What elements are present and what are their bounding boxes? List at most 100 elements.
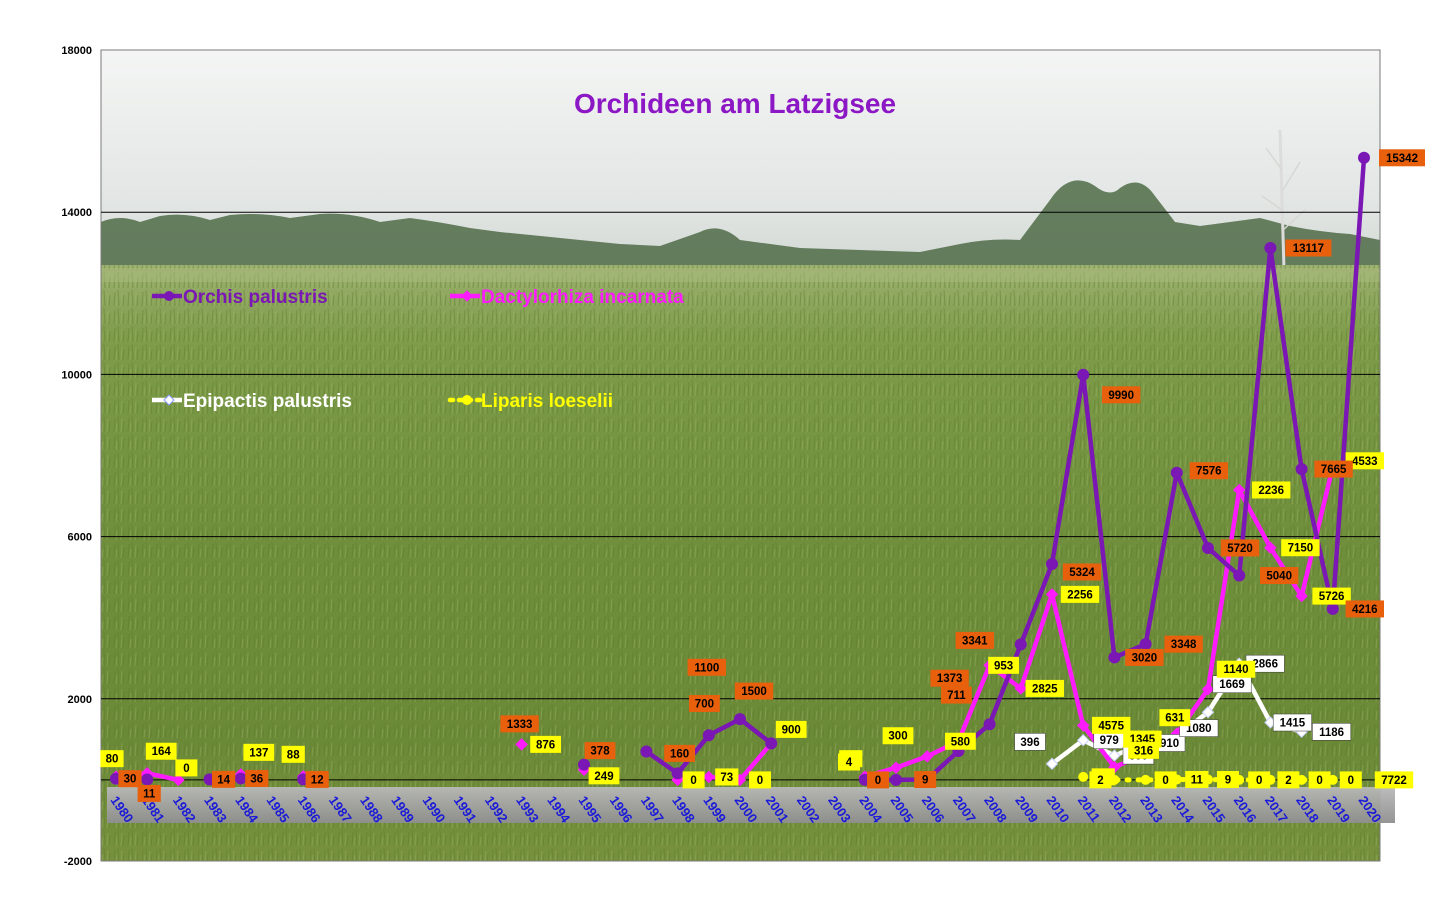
data-label-box	[930, 669, 969, 687]
data-label-box	[1374, 771, 1414, 789]
data-label-text: 0	[1162, 775, 1168, 787]
data-point	[734, 713, 746, 726]
data-label-box	[588, 767, 620, 785]
data-label-box	[1220, 539, 1260, 557]
y-tick-label: 14000	[61, 207, 92, 219]
data-label-text: 73	[720, 772, 733, 784]
data-label-text: 5726	[1319, 591, 1345, 603]
data-label: 700	[689, 695, 720, 713]
data-point	[1201, 683, 1215, 696]
data-label-box	[838, 753, 860, 771]
data-label: 9	[1217, 771, 1239, 789]
data-label-box	[1089, 771, 1112, 789]
data-label-text: 7722	[1381, 775, 1407, 787]
data-label: 5324	[1062, 563, 1102, 581]
data-label-box	[245, 769, 269, 787]
data-label-text: 4533	[1352, 456, 1378, 468]
legend-marker	[163, 394, 175, 406]
data-point	[1078, 771, 1089, 782]
data-label: 0	[1339, 771, 1362, 789]
y-tick-label: 2000	[68, 694, 92, 706]
data-label-box	[664, 744, 695, 762]
data-label-box	[1062, 563, 1102, 581]
data-point	[1140, 774, 1151, 785]
data-label: 4	[838, 753, 860, 771]
data-point	[1232, 483, 1246, 497]
data-label-text: 0	[1316, 775, 1322, 787]
data-label-box	[1272, 713, 1312, 732]
y-tick-label: 6000	[68, 532, 92, 544]
data-label-box	[1159, 709, 1191, 727]
data-label-text: 0	[1256, 775, 1262, 787]
data-point	[1295, 589, 1308, 603]
birch-tree	[1261, 129, 1306, 271]
data-label-text: 5720	[1227, 543, 1253, 555]
data-label-text: 137	[249, 747, 268, 759]
data-label: 2825	[1025, 679, 1064, 697]
data-label-text: 953	[994, 660, 1013, 672]
data-label: 7576	[1189, 462, 1228, 480]
legend-marker	[462, 395, 472, 405]
data-label-box	[914, 771, 937, 789]
legend-item: Epipactis palustris	[152, 391, 352, 412]
data-label-text: 4575	[1098, 720, 1124, 732]
data-label: 1373	[930, 669, 969, 687]
data-label-box	[682, 771, 705, 789]
data-label-box	[1164, 635, 1203, 653]
data-label-box	[1281, 539, 1320, 557]
data-label-text: 9990	[1108, 390, 1134, 402]
data-labels-layer: 7520119020039697960091010801669286614151…	[100, 149, 1425, 802]
data-label-text: 1373	[937, 673, 963, 685]
data-label-box	[145, 742, 177, 760]
data-point	[640, 745, 653, 758]
data-label: 0	[867, 771, 889, 789]
data-label-text: 160	[670, 748, 689, 760]
data-label-box	[1189, 462, 1228, 480]
data-label-box	[500, 715, 539, 733]
data-label: 1186	[1312, 723, 1352, 741]
data-point	[1076, 719, 1090, 732]
data-label-box	[584, 742, 616, 760]
data-label-box	[243, 743, 275, 761]
data-point	[983, 718, 996, 731]
data-label-text: 5040	[1266, 571, 1292, 583]
data-label: 5040	[1260, 567, 1299, 585]
data-label-text: 1186	[1319, 727, 1344, 739]
series-orchis-palustris	[110, 151, 1370, 786]
data-label-box	[734, 682, 774, 700]
data-label: 2	[1277, 771, 1300, 789]
data-label: 1333	[500, 715, 539, 733]
data-label-text: 876	[536, 739, 555, 751]
data-point	[920, 750, 934, 763]
data-label-box	[1285, 239, 1332, 257]
data-label: 580	[945, 732, 976, 750]
data-label: 9	[914, 771, 937, 789]
data-label: 164	[145, 742, 177, 760]
data-label-box	[1216, 660, 1256, 678]
data-label-text: 2	[1097, 775, 1103, 787]
data-label: 3341	[955, 631, 994, 649]
data-label: 2236	[1252, 481, 1291, 499]
data-label-text: 15342	[1386, 153, 1418, 165]
data-label: 5720	[1220, 539, 1260, 557]
data-label: 378	[584, 742, 616, 760]
data-point	[1295, 463, 1308, 476]
data-label-text: 0	[1348, 775, 1354, 787]
data-label-text: 2236	[1258, 485, 1284, 497]
data-label-box	[1154, 771, 1177, 789]
data-label-text: 14	[217, 774, 230, 786]
data-point	[1046, 558, 1058, 571]
data-label: 0	[1154, 771, 1177, 789]
data-label: 2866	[1245, 654, 1285, 673]
data-label-text: 900	[782, 724, 801, 736]
data-label: 316	[1128, 741, 1159, 759]
data-label-text: 164	[152, 746, 172, 758]
data-label-box	[1339, 771, 1362, 789]
data-label: 0	[1248, 771, 1271, 789]
data-label-text: 910	[1160, 738, 1179, 750]
data-point	[1233, 569, 1246, 582]
data-point	[1076, 733, 1090, 747]
data-label-box	[941, 686, 972, 704]
data-label: 0	[749, 771, 771, 789]
data-label-box	[100, 750, 124, 768]
